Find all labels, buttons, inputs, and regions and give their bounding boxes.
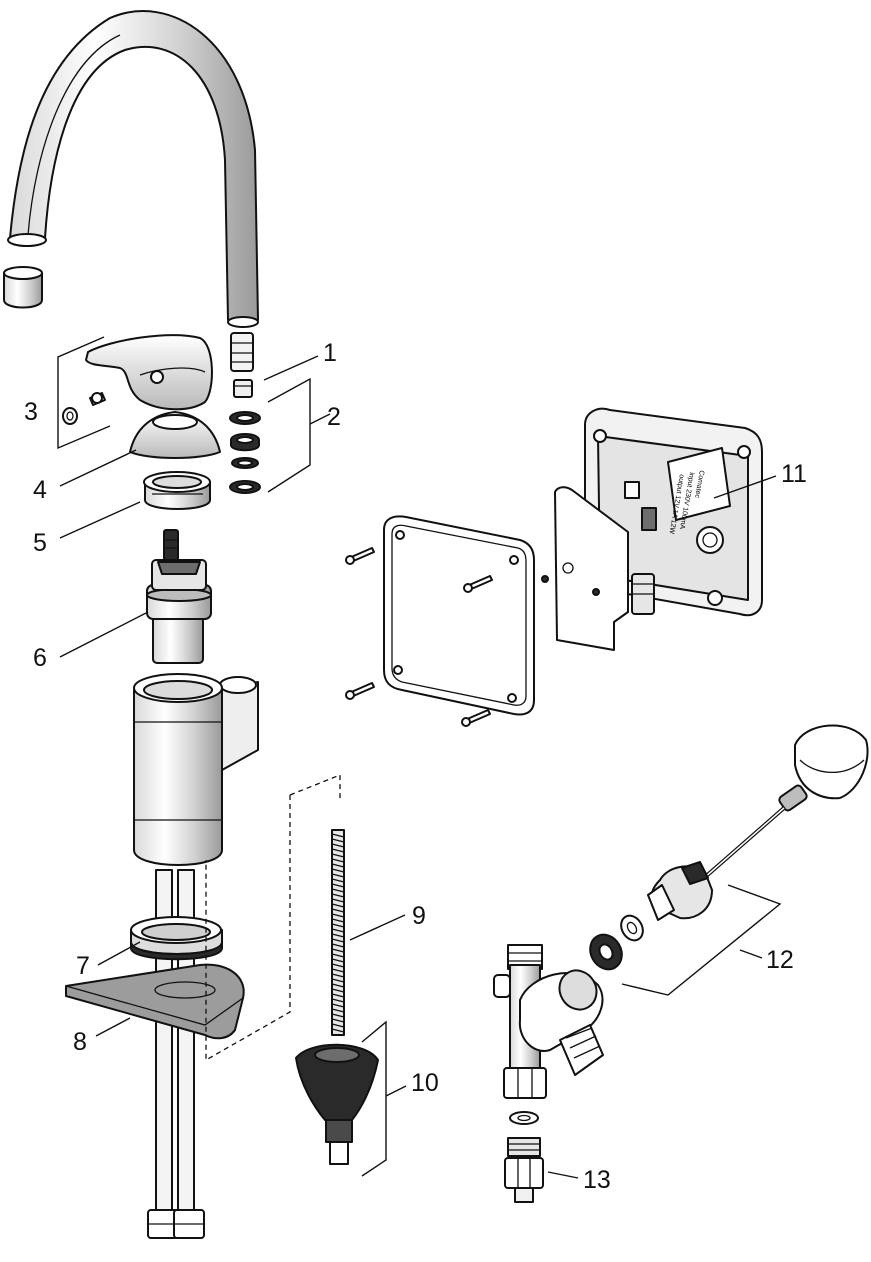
label-10: 10 <box>411 1069 439 1097</box>
part-6-cartridge <box>146 529 212 664</box>
part-5-ring-nut <box>143 471 211 510</box>
label-3: 3 <box>24 398 38 426</box>
leader-1 <box>263 355 319 381</box>
leader-5 <box>59 501 141 539</box>
part-8-plate <box>65 963 245 1040</box>
lever-handle <box>85 334 213 411</box>
handle-screw <box>89 392 106 406</box>
leader-8 <box>95 1017 131 1037</box>
part-1-nut <box>233 379 253 398</box>
label-6: 6 <box>33 644 47 672</box>
part-10-mounting-nut <box>295 1043 379 1165</box>
leader-9 <box>349 914 406 941</box>
part-12-sensor-cable <box>702 784 808 880</box>
sticker-text-1: Comatec <box>693 470 705 499</box>
label-5: 5 <box>33 529 47 557</box>
label-7: 7 <box>76 952 90 980</box>
leader-11 <box>713 475 777 499</box>
part-12-washer <box>620 914 644 942</box>
part-13-connector <box>504 1111 544 1203</box>
part-7-ring <box>130 916 223 961</box>
bracket-12 <box>621 884 782 996</box>
tap-body <box>133 673 259 866</box>
label-8: 8 <box>73 1028 87 1056</box>
part-11-mounting-plate <box>554 486 629 651</box>
part-2-seals <box>229 411 261 494</box>
part-4-cover <box>129 411 221 459</box>
leader-4 <box>59 449 137 487</box>
part-9-threaded-rod <box>331 829 345 1036</box>
label-11: 11 <box>781 460 807 488</box>
bracket-3 <box>57 336 111 450</box>
label-9: 9 <box>412 902 426 930</box>
spout-connector <box>230 332 254 372</box>
dashed-mount-line <box>205 774 341 1062</box>
handle-cap <box>62 407 78 425</box>
lid-screws <box>345 547 600 727</box>
part-11-control-box: Comatec input 230V 100mA output 12V 1A 1… <box>584 407 763 617</box>
part-12-diaphragm <box>589 933 623 971</box>
label-4: 4 <box>33 476 47 504</box>
label-12: 12 <box>766 946 794 974</box>
bracket-2 <box>267 377 331 493</box>
spout <box>7 10 259 328</box>
label-2: 2 <box>327 403 341 431</box>
label-13: 13 <box>583 1166 611 1194</box>
valve-body <box>493 944 604 1099</box>
part-12-sensor-cap <box>794 724 869 800</box>
leader-6 <box>59 611 149 658</box>
bracket-10 <box>361 1020 407 1177</box>
part-11-lid <box>383 515 535 716</box>
leader-13 <box>547 1171 579 1179</box>
label-1: 1 <box>323 339 337 367</box>
part-12-solenoid <box>647 861 713 921</box>
leader-7 <box>97 941 141 966</box>
aerator <box>3 266 43 309</box>
